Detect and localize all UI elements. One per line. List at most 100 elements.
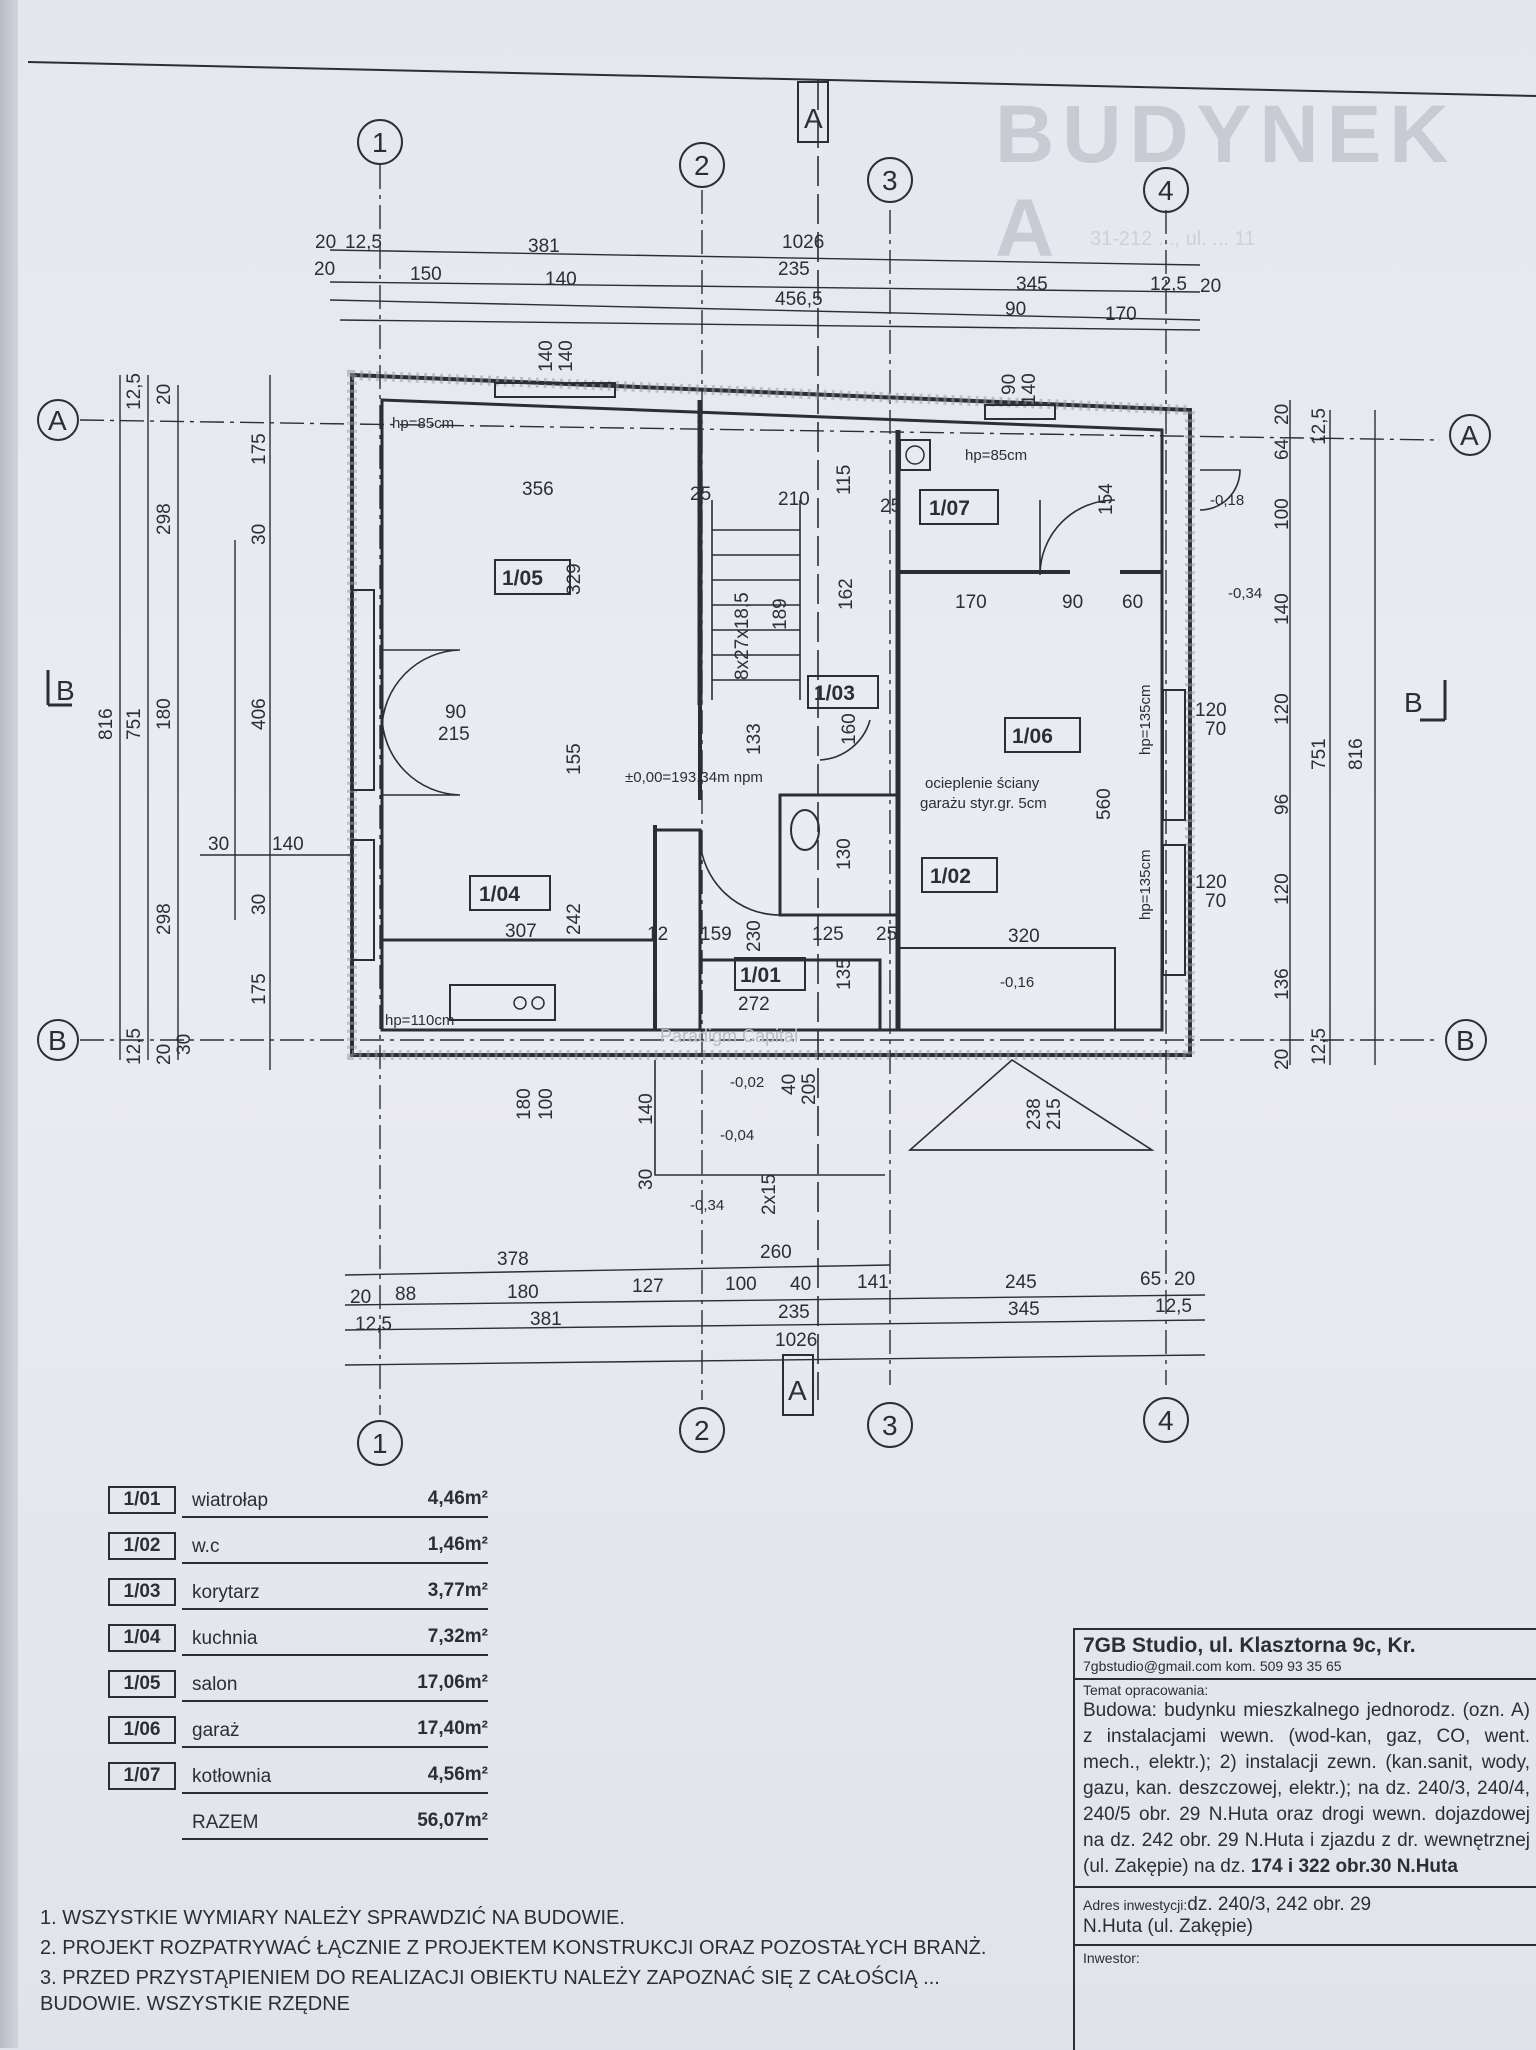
legend-code: 1/07: [108, 1762, 176, 1790]
legend-name: w.c: [192, 1536, 220, 1557]
axis-label-top-4: 4: [1158, 175, 1174, 206]
level-016: -0,16: [1000, 974, 1034, 991]
dim-top-20b: 20: [314, 259, 335, 280]
note-1: 1. WSZYSTKIE WYMIARY NALEŻY SPRAWDZIĆ NA…: [40, 1907, 625, 1929]
level-034-a: -0,34: [1228, 585, 1262, 602]
axis-label-left-a: A: [48, 405, 67, 436]
address-line-1: dz. 240/3, 242 obr. 29: [1187, 1894, 1372, 1915]
dim-right-12-5b: 12,5: [1309, 1028, 1330, 1065]
dim-272: 272: [738, 994, 770, 1015]
legend-total-area: 56,07m²: [417, 1810, 488, 1831]
dim-bottom-235: 235: [778, 1302, 810, 1323]
legend-area: 4,56m²: [427, 1764, 488, 1785]
legend-name: kotłownia: [192, 1766, 272, 1787]
legend-name: wiatrołap: [192, 1490, 269, 1511]
dim-bottom-12-5a: 12,5: [355, 1314, 392, 1335]
axis-label-top-1: 1: [372, 127, 388, 158]
legend-row: 1/06 garaż 17,40m²: [108, 1710, 488, 1756]
axis-label-bottom-4: 4: [1158, 1405, 1174, 1436]
axis-bubbles: [37, 119, 1491, 1466]
dim-210: 210: [778, 489, 810, 510]
level-002: -0,02: [730, 1074, 764, 1091]
level-034-b: -0,34: [690, 1197, 724, 1214]
dim-left-30d: 30: [174, 1034, 195, 1055]
studio-contact: 7gbstudio@gmail.com kom. 509 93 35 65: [1075, 1658, 1536, 1680]
dim-bottom-381: 381: [530, 1309, 562, 1330]
dim-right-100: 100: [1272, 498, 1293, 530]
dim-bottom-180: 180: [507, 1282, 539, 1303]
legend-underline: [182, 1746, 488, 1748]
dim-right-140: 140: [1272, 593, 1293, 625]
legend-total-underline: [182, 1838, 488, 1840]
dim-140-window-a: 140: [536, 340, 557, 372]
dim-159: 159: [700, 924, 732, 945]
steps-2x15: 2x15: [759, 1174, 780, 1215]
dim-left-298a: 298: [154, 503, 175, 535]
dim-140-window: 140: [1019, 373, 1040, 405]
legend-code: 1/01: [108, 1486, 176, 1514]
dim-top-170: 170: [1105, 304, 1137, 325]
legend-underline: [182, 1792, 488, 1794]
level-018: -0,18: [1210, 492, 1244, 509]
hp-85-left: hp=85cm: [392, 415, 454, 432]
dim-230: 230: [744, 920, 765, 952]
dim-right-751: 751: [1309, 738, 1330, 770]
dim-left-816: 816: [96, 708, 117, 740]
dim-189: 189: [770, 598, 791, 630]
legend-name: garaż: [192, 1720, 240, 1741]
top-dimension-lines: [329, 249, 1201, 331]
dim-160: 160: [839, 713, 860, 745]
dim-356: 356: [522, 479, 554, 500]
dim-135: 135: [834, 958, 855, 990]
legend-code: 1/06: [108, 1716, 176, 1744]
axis-label-bottom-2: 2: [694, 1415, 710, 1446]
project-description: Budowa: budynku mieszkalnego jednorodz. …: [1075, 1698, 1536, 1886]
dim-top-235: 235: [778, 259, 810, 280]
legend-row: 1/02 w.c 1,46m²: [108, 1526, 488, 1572]
dim-left-298b: 298: [154, 903, 175, 935]
dim-right-20b: 20: [1272, 1049, 1293, 1070]
project-description-text: Budowa: budynku mieszkalnego jednorodz. …: [1083, 1700, 1530, 1877]
dim-bottom-65: 65: [1140, 1269, 1161, 1290]
kitchen-sink: [449, 984, 556, 1021]
legend-total-label: RAZEM: [192, 1812, 259, 1833]
title-block: 7GB Studio, ul. Klasztorna 9c, Kr. 7gbst…: [1073, 1628, 1536, 2050]
dim-25b: 25: [880, 496, 901, 517]
legend-name: salon: [192, 1674, 238, 1695]
legend-total-row: RAZEM 56,07m²: [108, 1802, 488, 1848]
legend-area: 3,77m²: [427, 1580, 488, 1601]
staircase: [711, 500, 801, 700]
dim-door-90: 90: [445, 702, 466, 723]
legend-area: 4,46m²: [427, 1488, 488, 1509]
dim-left-12-5b: 12,5: [124, 1028, 145, 1065]
hp-110: hp=110cm: [385, 1012, 454, 1029]
dim-bottom-345: 345: [1008, 1299, 1040, 1320]
axis-label-top-3: 3: [882, 165, 898, 196]
boiler: [899, 439, 931, 471]
legend-code: 1/05: [108, 1670, 176, 1698]
dim-329: 329: [564, 563, 585, 595]
dim-70-b: 70: [1205, 891, 1226, 912]
dim-top-90: 90: [1005, 299, 1026, 320]
toilet: [790, 809, 820, 851]
dim-320: 320: [1008, 926, 1040, 947]
room-label-1-05: 1/05: [502, 567, 543, 590]
dim-door-215: 215: [438, 724, 470, 745]
address-line-2: N.Huta (ul. Zakępie): [1083, 1916, 1254, 1937]
axis-label-right-b: B: [1456, 1025, 1475, 1056]
dim-560: 560: [1094, 788, 1115, 820]
section-b-left: B: [56, 675, 75, 706]
dim-25c: 25: [876, 924, 897, 945]
dim-bottom-127: 127: [632, 1276, 664, 1297]
dim-60: 60: [1122, 592, 1143, 613]
dim-top-12-5b: 12,5: [1150, 274, 1187, 295]
dim-bottom-100: 100: [725, 1274, 757, 1295]
level-004: -0,04: [720, 1127, 754, 1144]
legend-name: korytarz: [192, 1582, 260, 1603]
dim-40-below: 40: [779, 1074, 800, 1095]
dim-left-30b: 30: [249, 894, 270, 915]
axis-label-top-2: 2: [694, 150, 710, 181]
dim-top-20a: 20: [315, 232, 336, 253]
dim-left-30c: 30: [208, 834, 229, 855]
